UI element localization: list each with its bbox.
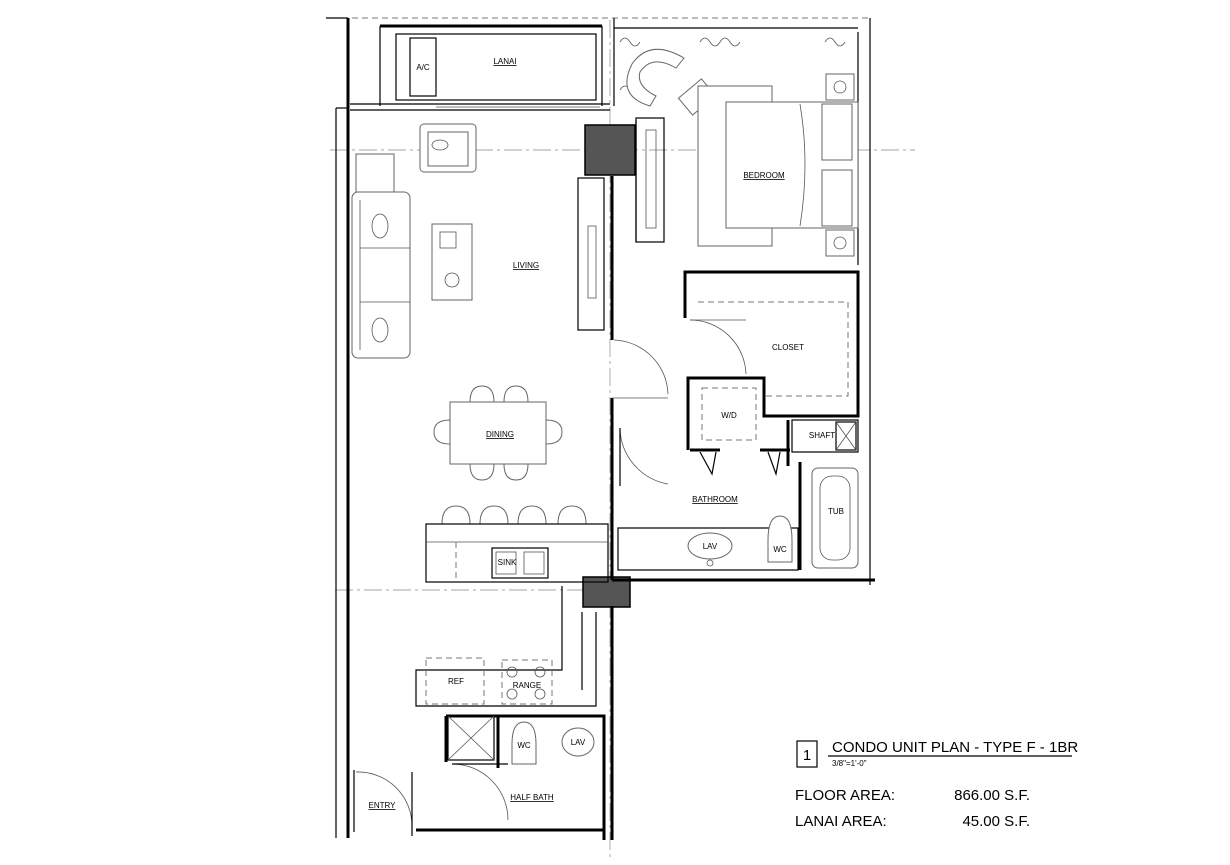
dining-label: DINING <box>486 430 514 439</box>
sink-label: SINK <box>498 558 517 567</box>
kitchen-island: SINK <box>425 505 609 583</box>
armchair-top <box>419 123 477 173</box>
plan-number: 1 <box>803 747 811 764</box>
bedroom-label: BEDROOM <box>743 171 785 180</box>
floor-area-value: 866.00 S.F. <box>954 787 1030 804</box>
bathroom: BATHROOM LAV WC TUB <box>610 339 875 582</box>
bathroom-label: BATHROOM <box>692 495 738 504</box>
plan-title: CONDO UNIT PLAN - TYPE F - 1BR <box>832 739 1078 756</box>
shaft-label: SHAFT <box>809 431 835 440</box>
closet-label: CLOSET <box>772 343 804 352</box>
lanai-area-label: LANAI AREA: <box>795 813 887 830</box>
coffee-table <box>431 223 473 301</box>
lanai-area-value: 45.00 S.F. <box>962 813 1030 830</box>
half-bath: WC LAV HALF BATH <box>444 714 606 830</box>
bed: BEDROOM <box>697 73 859 257</box>
ref-label: REF <box>448 677 464 686</box>
ac-label: A/C <box>416 63 430 72</box>
lav2-label: LAV <box>571 738 586 747</box>
closet: CLOSET <box>683 270 860 450</box>
bedroom-wall-left <box>635 117 665 243</box>
entry: ENTRY <box>353 606 614 840</box>
range-label: RANGE <box>513 681 541 690</box>
wc2-label: WC <box>517 741 531 750</box>
wc-label: WC <box>773 545 787 554</box>
exterior-wall-left <box>326 17 350 838</box>
kitchen-counter: REF RANGE <box>415 586 597 707</box>
dining-table: DINING <box>433 385 563 481</box>
tv-unit <box>577 176 614 340</box>
shaft: SHAFT <box>791 419 859 453</box>
title-block: 1 CONDO UNIT PLAN - TYPE F - 1BR 3/8"=1'… <box>795 739 1078 830</box>
washer-dryer: W/D <box>690 387 790 477</box>
top-boundary <box>352 17 871 585</box>
tub-label: TUB <box>828 507 844 516</box>
column-top <box>584 124 636 176</box>
lanai: A/C LANAI <box>350 33 610 111</box>
entry-label: ENTRY <box>369 801 397 810</box>
wd-label: W/D <box>721 411 737 420</box>
lav-label: LAV <box>703 542 718 551</box>
plan-scale: 3/8"=1'-0" <box>832 759 867 768</box>
lanai-label: LANAI <box>493 57 516 66</box>
half-bath-label: HALF BATH <box>510 793 554 802</box>
living-label: LIVING <box>513 261 539 270</box>
side-table <box>355 153 395 193</box>
sofa <box>351 191 411 359</box>
floor-area-label: FLOOR AREA: <box>795 787 895 804</box>
